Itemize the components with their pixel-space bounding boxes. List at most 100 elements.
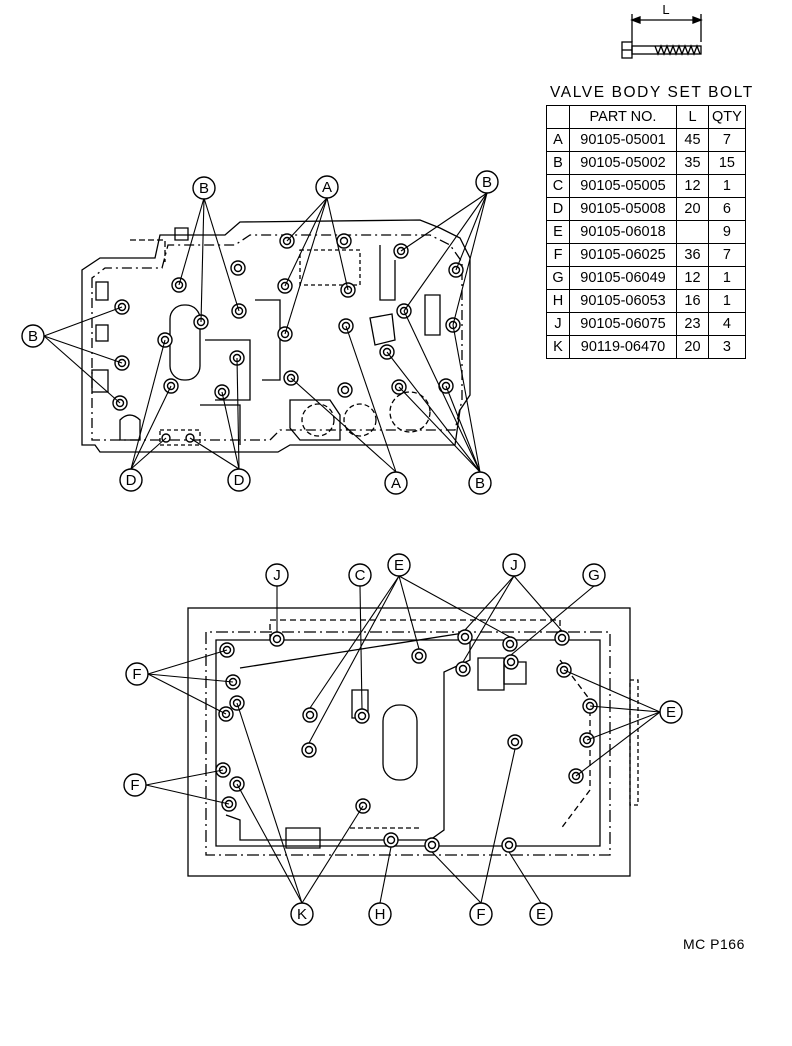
header-cell <box>546 105 570 129</box>
callout-lower-f: F <box>132 666 141 683</box>
cell: 90105-05002 <box>569 151 677 175</box>
table-row: C 90105-05005 12 1 <box>546 174 746 198</box>
bolt-head <box>269 631 285 647</box>
table-row: F 90105-06025 36 7 <box>546 243 746 267</box>
callout-lower-e: E <box>536 906 546 923</box>
cell: 90105-05005 <box>569 174 677 198</box>
callout-upper-b: B <box>28 328 38 345</box>
callout-lower-k: K <box>297 906 307 923</box>
lower-valve-body <box>187 607 639 877</box>
bolt-head <box>424 837 440 853</box>
cell: A <box>546 128 570 152</box>
cell: K <box>546 335 570 359</box>
hex-bolt-icon <box>621 14 703 59</box>
cell: 90105-05001 <box>569 128 677 152</box>
cell: 12 <box>676 174 709 198</box>
cell: 1 <box>708 174 746 198</box>
bolt-head <box>501 837 517 853</box>
table-row: A 90105-05001 45 7 <box>546 128 746 152</box>
header-cell: L <box>676 105 709 129</box>
bolt-head <box>411 648 427 664</box>
cell: J <box>546 312 570 336</box>
callout-lower-j: J <box>273 567 281 584</box>
header-cell: QTY <box>708 105 746 129</box>
cell: 7 <box>708 243 746 267</box>
callout-lower-f: F <box>130 777 139 794</box>
cell: 4 <box>708 312 746 336</box>
callout-lower-g: G <box>588 567 600 584</box>
callout-lower-j: J <box>510 557 518 574</box>
bolt-head <box>502 636 518 652</box>
header-cell: PART NO. <box>569 105 677 129</box>
cell: 35 <box>676 151 709 175</box>
table-header-row: PART NO. L QTY <box>546 105 746 129</box>
cell: 3 <box>708 335 746 359</box>
cell: 90105-06025 <box>569 243 677 267</box>
cell: C <box>546 174 570 198</box>
table-row: B 90105-05002 35 15 <box>546 151 746 175</box>
callout-upper-d: D <box>126 472 137 489</box>
cell <box>676 220 709 244</box>
cell: 1 <box>708 289 746 313</box>
cell: 23 <box>676 312 709 336</box>
cell: 90105-06049 <box>569 266 677 290</box>
cell: 9 <box>708 220 746 244</box>
cell: B <box>546 151 570 175</box>
upper-valve-body <box>81 219 471 453</box>
callout-bubbles <box>21 170 683 926</box>
callout-lower-e: E <box>666 704 676 721</box>
table-title: VALVE BODY SET BOLT <box>550 84 754 101</box>
table-row: E 90105-06018 9 <box>546 220 746 244</box>
bolt-head <box>457 629 473 645</box>
callout-upper-a: A <box>391 475 401 492</box>
callout-letters: B A B B D D A B J C E J G F E F K H F E <box>28 174 676 923</box>
cell: 1 <box>708 266 746 290</box>
callout-lower-e: E <box>394 557 404 574</box>
cell: D <box>546 197 570 221</box>
bolt-head <box>336 233 352 249</box>
callout-upper-a: A <box>322 179 332 196</box>
bolt-table-container: VALVE BODY SET BOLT PART NO. L QTY A 901… <box>546 84 754 359</box>
bolt-head <box>455 661 471 677</box>
cell: 12 <box>676 266 709 290</box>
bolt-head <box>301 742 317 758</box>
callout-upper-d: D <box>234 472 245 489</box>
cell: 90105-06053 <box>569 289 677 313</box>
bolt-head <box>230 260 246 276</box>
cell: 7 <box>708 128 746 152</box>
table-row: K 90119-06470 20 3 <box>546 335 746 359</box>
lower-leader-lines <box>145 575 661 904</box>
cell: 90119-06470 <box>569 335 677 359</box>
bolt-length-label: L <box>662 2 669 17</box>
cell: H <box>546 289 570 313</box>
bolt-table: PART NO. L QTY A 90105-05001 45 7 B 9010… <box>546 105 746 359</box>
bolt-head <box>503 654 519 670</box>
figure-reference: MC P166 <box>683 936 745 952</box>
bolt-head <box>507 734 523 750</box>
cell: 36 <box>676 243 709 267</box>
bolt-head <box>337 382 353 398</box>
cell: 90105-06018 <box>569 220 677 244</box>
callout-lower-f: F <box>476 906 485 923</box>
callout-lower-h: H <box>375 906 386 923</box>
callout-upper-b: B <box>475 475 485 492</box>
bolt-head <box>554 630 570 646</box>
bolt-head <box>354 708 370 724</box>
cell: 6 <box>708 197 746 221</box>
cell: 20 <box>676 197 709 221</box>
callout-upper-b: B <box>199 180 209 197</box>
cell: 90105-05008 <box>569 197 677 221</box>
table-row: H 90105-06053 16 1 <box>546 289 746 313</box>
table-row: D 90105-05008 20 6 <box>546 197 746 221</box>
cell: E <box>546 220 570 244</box>
upper-bolt-heads <box>112 233 464 443</box>
cell: G <box>546 266 570 290</box>
table-row: G 90105-06049 12 1 <box>546 266 746 290</box>
cell: 20 <box>676 335 709 359</box>
cell: 15 <box>708 151 746 175</box>
cell: F <box>546 243 570 267</box>
bolt-head <box>302 707 318 723</box>
cell: 90105-06075 <box>569 312 677 336</box>
upper-leader-lines <box>43 192 488 473</box>
